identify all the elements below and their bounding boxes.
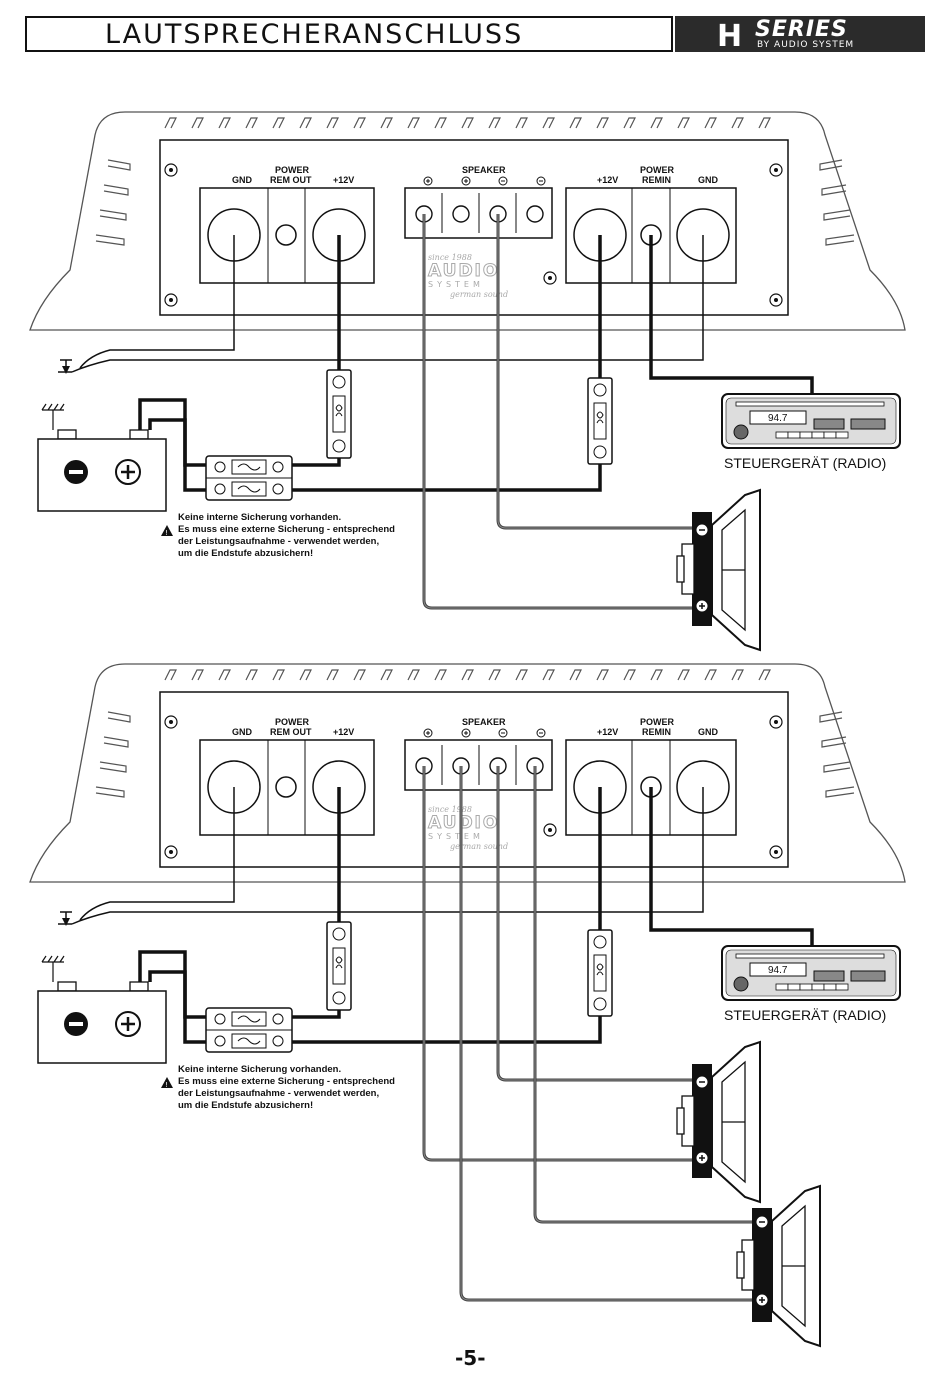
label-plus12-right-2: +12V bbox=[597, 727, 618, 737]
diagram-two-speakers: GND POWER REM OUT +12V SPEAKER +12V POWE… bbox=[28, 662, 907, 1348]
label-plus12-left: +12V bbox=[333, 175, 354, 185]
label-gnd-right: GND bbox=[698, 175, 719, 185]
diagram-one-speaker: GND POWER REM OUT +12V SPEAKER +12V POWE… bbox=[28, 110, 907, 652]
label-power-in-1: POWER bbox=[640, 165, 675, 175]
note-line-2: Es muss eine externe Sicherung - entspre… bbox=[178, 524, 395, 535]
brand-logo: H SERIES BY AUDIO SYSTEM bbox=[675, 16, 925, 54]
radio-frequency: 94.7 bbox=[768, 413, 788, 424]
note-line-1: Keine interne Sicherung vorhanden. bbox=[178, 512, 341, 523]
note-line-3-2: der Leistungsaufnahme - verwendet werden… bbox=[178, 1088, 379, 1099]
radio-label: STEUERGERÄT (RADIO) bbox=[724, 455, 886, 471]
label-power-out-2-2: REM OUT bbox=[270, 727, 312, 737]
second-speaker bbox=[736, 1184, 821, 1348]
label-power-in-1-2: POWER bbox=[640, 717, 675, 727]
label-power-out-1: POWER bbox=[275, 165, 310, 175]
note-line-4-2: um die Endstufe abzusichern! bbox=[178, 1100, 313, 1111]
label-gnd-left: GND bbox=[232, 175, 253, 185]
page-number: -5- bbox=[455, 1346, 486, 1370]
page-title: LAUTSPRECHERANSCHLUSS bbox=[105, 19, 524, 50]
logo-subtitle: BY AUDIO SYSTEM bbox=[757, 40, 855, 50]
label-plus12-left-2: +12V bbox=[333, 727, 354, 737]
label-gnd-left-2: GND bbox=[232, 727, 253, 737]
label-power-out-2: REM OUT bbox=[270, 175, 312, 185]
note-line-4: um die Endstufe abzusichern! bbox=[178, 548, 313, 559]
label-gnd-right-2: GND bbox=[698, 727, 719, 737]
note-line-2-2: Es muss eine externe Sicherung - entspre… bbox=[178, 1076, 395, 1087]
radio-label-2: STEUERGERÄT (RADIO) bbox=[724, 1007, 886, 1023]
label-plus12-right: +12V bbox=[597, 175, 618, 185]
page-title-box: LAUTSPRECHERANSCHLUSS bbox=[25, 16, 673, 52]
radio-frequency-2: 94.7 bbox=[768, 965, 788, 976]
label-power-out-1-2: POWER bbox=[275, 717, 310, 727]
label-speaker-2: SPEAKER bbox=[462, 717, 506, 727]
label-power-in-2-2: REMIN bbox=[642, 727, 671, 737]
logo-h: H bbox=[717, 19, 743, 54]
note-line-1-2: Keine interne Sicherung vorhanden. bbox=[178, 1064, 341, 1075]
label-speaker: SPEAKER bbox=[462, 165, 506, 175]
label-power-in-2: REMIN bbox=[642, 175, 671, 185]
note-line-3: der Leistungsaufnahme - verwendet werden… bbox=[178, 536, 379, 547]
logo-series: SERIES bbox=[755, 17, 848, 42]
